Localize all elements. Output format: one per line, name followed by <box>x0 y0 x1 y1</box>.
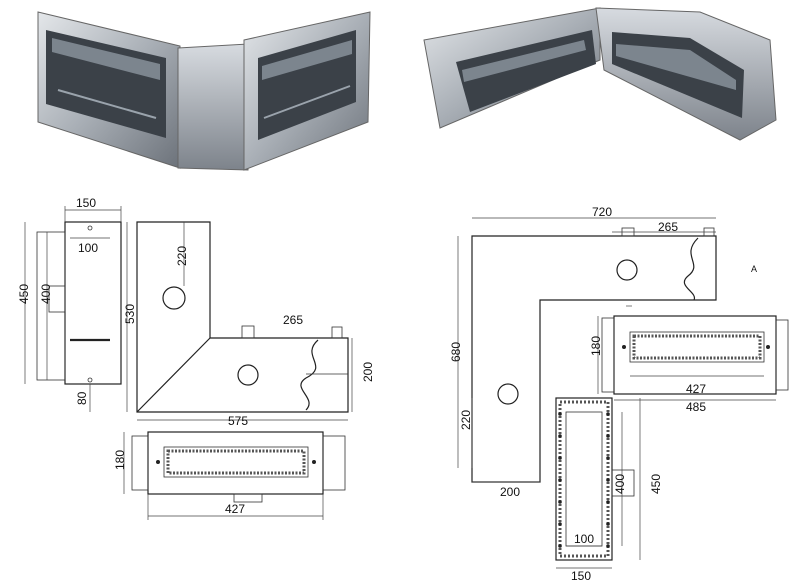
dim-450: 450 <box>17 284 31 304</box>
right-top-view: 720 265 680 220 200 A <box>449 205 757 499</box>
dim-150: 150 <box>76 196 96 210</box>
dim-265-right: 265 <box>658 220 678 234</box>
product-photo-right <box>423 7 777 141</box>
left-side-view: 150 100 450 400 80 <box>17 196 122 412</box>
dim-265: 265 <box>283 313 303 327</box>
dim-100: 100 <box>78 241 98 255</box>
right-end-view: 180 427 485 <box>589 305 789 414</box>
dim-450-right: 450 <box>649 474 663 494</box>
dim-530: 530 <box>123 304 137 324</box>
dim-100-right: 100 <box>574 532 594 546</box>
dim-720: 720 <box>592 205 612 219</box>
dim-680: 680 <box>449 342 463 362</box>
dim-400-right: 400 <box>613 474 627 494</box>
dim-400: 400 <box>39 284 53 304</box>
left-front-view: 220 530 575 265 200 <box>123 221 375 428</box>
dim-427: 427 <box>225 502 245 516</box>
dim-220: 220 <box>175 246 189 266</box>
dim-180: 180 <box>113 450 127 470</box>
dim-220-right: 220 <box>459 410 473 430</box>
right-side-view: 400 450 100 150 <box>555 397 663 581</box>
dim-180-right: 180 <box>589 336 603 356</box>
dim-200-right: 200 <box>500 485 520 499</box>
product-photo-left <box>37 11 371 171</box>
dim-150-right: 150 <box>571 569 591 581</box>
dim-200: 200 <box>361 362 375 382</box>
label-a: A <box>751 264 757 274</box>
dim-485: 485 <box>686 400 706 414</box>
dim-80: 80 <box>75 391 89 405</box>
left-bottom-view: 180 427 <box>113 431 346 520</box>
dim-427-right: 427 <box>686 382 706 396</box>
dim-575: 575 <box>228 414 248 428</box>
